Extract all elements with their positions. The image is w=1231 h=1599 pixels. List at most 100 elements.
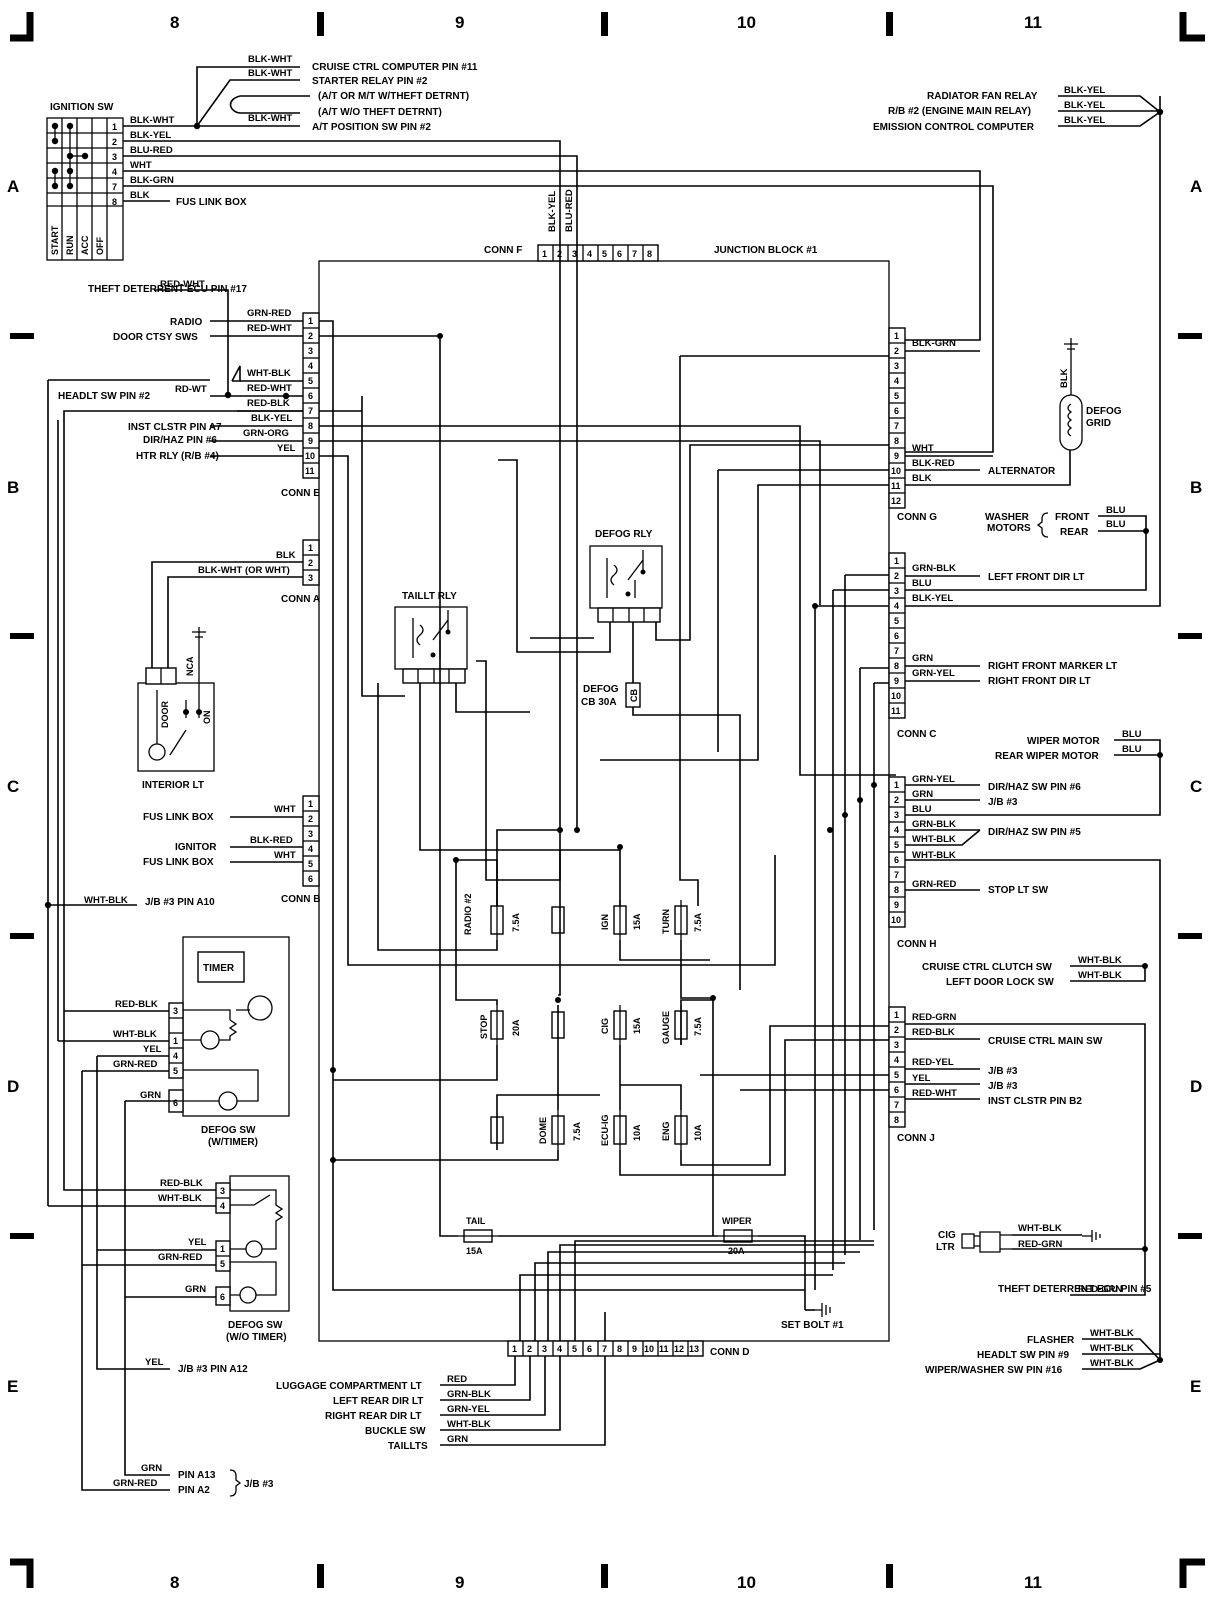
conn-f-pin-5: 5: [602, 249, 607, 259]
bl-pin-a13: PIN A13: [178, 1470, 216, 1481]
conn-e-label: CONN E: [281, 488, 320, 499]
defog-nt-pin-4: 4: [220, 1201, 225, 1211]
defog-sw-timer: TIMER 3 1 4 5 6 DEFOG SW (W/TIMER) RED-B…: [57, 410, 303, 1148]
fuse-gauge-name: GAUGE: [661, 1011, 671, 1044]
tr-wire-2: BLK-YEL: [1064, 100, 1105, 111]
conn-b-pin-2: 2: [308, 814, 313, 824]
ign-pos-start: START: [50, 225, 60, 255]
defog-timer-pin-4: 4: [173, 1051, 178, 1061]
fuse-radio-amp: 7.5A: [511, 912, 521, 932]
conn-f: CONN F BLK-YEL BLU-RED 1 2 3 4 5 6 7 8: [484, 189, 659, 262]
ign-pin-3: 3: [112, 152, 117, 162]
cig-ltr-wire-1: WHT-BLK: [1018, 1223, 1062, 1234]
row-labels: A B C D E A B C D E: [7, 177, 1202, 1396]
conn-j-pin-5: 5: [894, 1070, 899, 1080]
conn-h-dest-stoplt: STOP LT SW: [988, 885, 1049, 896]
conn-c: 1 2 3 4 5 6 7 8 9 10 11 CONN C GRN-BLK B…: [888, 552, 1117, 740]
conn-j-dest-jb3b: J/B #3: [988, 1081, 1018, 1092]
conn-f-pin-4: 4: [587, 249, 592, 259]
conn-f-pin-7: 7: [632, 249, 637, 259]
defog-timer-pin-5: 5: [173, 1066, 178, 1076]
conn-g-wire-11: BLK: [912, 473, 932, 484]
defog-grid-label-2: GRID: [1086, 418, 1111, 429]
fuse-cig-name: CIG: [600, 1018, 610, 1034]
conn-g-wire-9: WHT: [912, 443, 934, 454]
conn-h-wire-4: GRN-BLK: [912, 819, 956, 830]
conn-d-dest-right-rear: RIGHT REAR DIR LT: [325, 1411, 421, 1422]
conn-e-pin-2: 2: [308, 331, 313, 341]
junction-block-label: JUNCTION BLOCK #1: [714, 245, 818, 256]
defog-nt-wire-4: WHT-BLK: [158, 1193, 202, 1204]
br-headlt: HEADLT SW PIN #9: [977, 1350, 1069, 1361]
junction-block-outline: [318, 260, 890, 1342]
fuse-dome-amp: 7.5A: [572, 1121, 582, 1141]
col-label-top-10: 10: [737, 13, 756, 32]
conn-e-wire-5: RED-WHT: [247, 383, 292, 394]
row-label-right-b: B: [1190, 478, 1202, 497]
fuse-dome-name: DOME: [538, 1117, 548, 1144]
conn-h-pin-3: 3: [894, 810, 899, 820]
conn-g-pin-7: 7: [894, 421, 899, 431]
conn-j-pin-3: 3: [894, 1040, 899, 1050]
conn-j-dest-inst: INST CLSTR PIN B2: [988, 1096, 1082, 1107]
conn-j-label: CONN J: [897, 1133, 935, 1144]
conn-h-wire-1: GRN-YEL: [912, 774, 955, 785]
fuse-eng-amp: 10A: [693, 1124, 703, 1141]
conn-e-pin-9: 9: [308, 436, 313, 446]
fuse-ign-amp: 15A: [632, 913, 642, 930]
conn-f-pin-1: 1: [542, 249, 547, 259]
conn-c-pin-5: 5: [894, 616, 899, 626]
conn-d-label: CONN D: [710, 1347, 749, 1358]
theft-right-wire: RED-GRN: [1078, 1284, 1122, 1295]
jb3-a10-label: J/B #3 PIN A10: [145, 897, 215, 908]
conn-c-pin-10: 10: [891, 691, 901, 701]
ign-wire-2: BLK-YEL: [130, 130, 171, 141]
tl-dest-3: (A/T OR M/T W/THEFT DETRNT): [318, 91, 469, 102]
rear-wiper-motor-label: REAR WIPER MOTOR: [995, 751, 1099, 762]
defog-nt-wire-1: YEL: [188, 1237, 207, 1248]
defog-timer-pin-1: 1: [173, 1036, 178, 1046]
defog-cb-label-2: CB 30A: [581, 697, 617, 708]
interior-lt-label: INTERIOR LT: [142, 780, 204, 791]
fuse-tail-amp: 15A: [466, 1246, 483, 1256]
washer-front: FRONT: [1055, 512, 1089, 523]
conn-j-dest-cruise: CRUISE CTRL MAIN SW: [988, 1036, 1103, 1047]
conn-e-wire-1: GRN-RED: [247, 308, 291, 319]
defog-cb-short: CB: [629, 689, 639, 702]
conn-c-pin-7: 7: [894, 646, 899, 656]
conn-e-theft-wire: RED-WHT: [160, 279, 205, 290]
conn-h-pin-5: 5: [894, 840, 899, 850]
jb3-pin-a10: WHT-BLK J/B #3 PIN A10: [44, 379, 215, 1206]
fuse-turn-amp: 7.5A: [693, 912, 703, 932]
conn-h-pin-9: 9: [894, 900, 899, 910]
conn-f-wire-3: BLU-RED: [564, 189, 575, 232]
conn-g-pin-4: 4: [894, 376, 899, 386]
defog-nt-pin-1: 1: [220, 1244, 225, 1254]
fuse-cig-amp: 15A: [632, 1017, 642, 1034]
conn-b-wire-2: WHT: [274, 804, 296, 815]
conn-g-alternator: ALTERNATOR: [988, 466, 1056, 477]
conn-j-pin-7: 7: [894, 1100, 899, 1110]
conn-b-pin-1: 1: [308, 799, 313, 809]
defog-timer-wire-1: WHT-BLK: [113, 1029, 157, 1040]
conn-g-wire-10: BLK-RED: [912, 458, 955, 469]
conn-c-wire-9: GRN-YEL: [912, 668, 955, 679]
left-door-lock-wire: WHT-BLK: [1078, 970, 1122, 981]
ign-pin-1: 1: [112, 122, 117, 132]
ign-wire-8: BLK: [130, 190, 150, 201]
conn-f-pin-8: 8: [647, 249, 652, 259]
ign-pin-7: 7: [112, 182, 117, 192]
ign-wire-1: BLK-WHT: [130, 115, 175, 126]
conn-e-dest-htr: HTR RLY (R/B #4): [136, 451, 219, 462]
conn-b-wire-5: WHT: [274, 850, 296, 861]
conn-b-dest-fus1: FUS LINK BOX: [143, 812, 214, 823]
conn-d-dest-luggage: LUGGAGE COMPARTMENT LT: [276, 1381, 422, 1392]
conn-h-wire-3: BLU: [912, 804, 932, 815]
fuse-turn-name: TURN: [661, 909, 671, 934]
conn-e-pin-6: 6: [308, 391, 313, 401]
interior-lt-door: DOOR: [160, 700, 170, 728]
conn-g-wire-2: BLK-GRN: [912, 338, 956, 349]
ign-wire-3: BLU-RED: [130, 145, 173, 156]
br-wiper-washer: WIPER/WASHER SW PIN #16: [925, 1365, 1063, 1376]
conn-j-wire-2: RED-BLK: [912, 1027, 955, 1038]
